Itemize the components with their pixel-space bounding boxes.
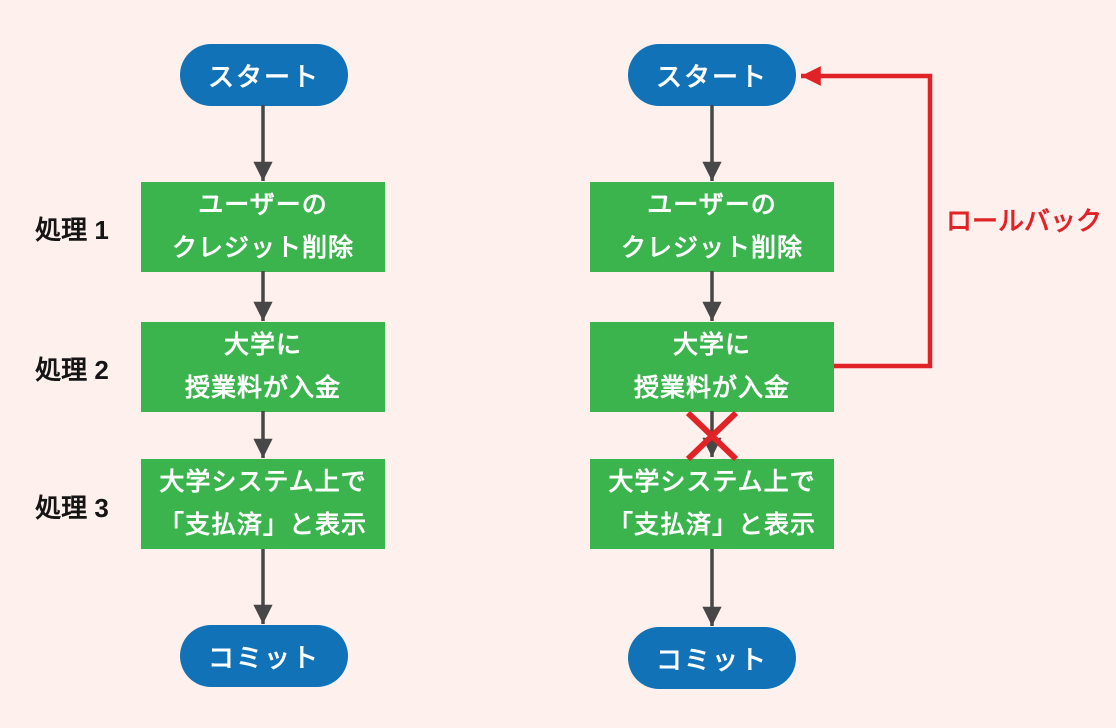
right-process-box-2: 大学に 授業料が入金 [590,322,834,412]
left-process-box-1: ユーザーの クレジット削除 [141,182,385,272]
right-process-2-line-1: 大学に [672,331,751,359]
process-label-1: 処理 1 [35,215,109,245]
process-label-2: 処理 2 [35,355,109,385]
right-start-node: スタート [628,44,796,106]
right-process-2-line-2: 授業料が入金 [633,374,790,402]
rollback-label: ロールバック [946,206,1103,236]
right-commit-node: コミット [628,627,796,689]
left-commit-node: コミット [180,625,348,687]
red-x-icon [685,410,739,462]
process-label-3: 処理 3 [35,493,109,523]
right-process-1-line-2: クレジット削除 [620,234,803,262]
left-process-2-line-1: 大学に [223,331,302,359]
right-process-3-line-1: 大学システム上で [608,468,816,496]
right-process-box-3: 大学システム上で 「支払済」と表示 [590,459,834,549]
right-process-3-line-2: 「支払済」と表示 [607,511,816,539]
right-commit-label: コミット [655,644,768,675]
left-process-3-line-2: 「支払済」と表示 [158,511,367,539]
left-process-1-line-1: ユーザーの [198,191,328,219]
left-process-2-line-2: 授業料が入金 [184,374,341,402]
right-process-box-1: ユーザーの クレジット削除 [590,182,834,272]
left-process-box-3: 大学システム上で 「支払済」と表示 [141,459,385,549]
right-start-label: スタート [655,61,768,92]
left-start-label: スタート [207,61,320,92]
right-process-1-line-1: ユーザーの [647,191,777,219]
left-process-3-line-1: 大学システム上で [159,468,367,496]
left-process-1-line-2: クレジット削除 [171,234,354,262]
left-commit-label: コミット [207,642,320,673]
left-process-box-2: 大学に 授業料が入金 [141,322,385,412]
left-start-node: スタート [180,44,348,106]
